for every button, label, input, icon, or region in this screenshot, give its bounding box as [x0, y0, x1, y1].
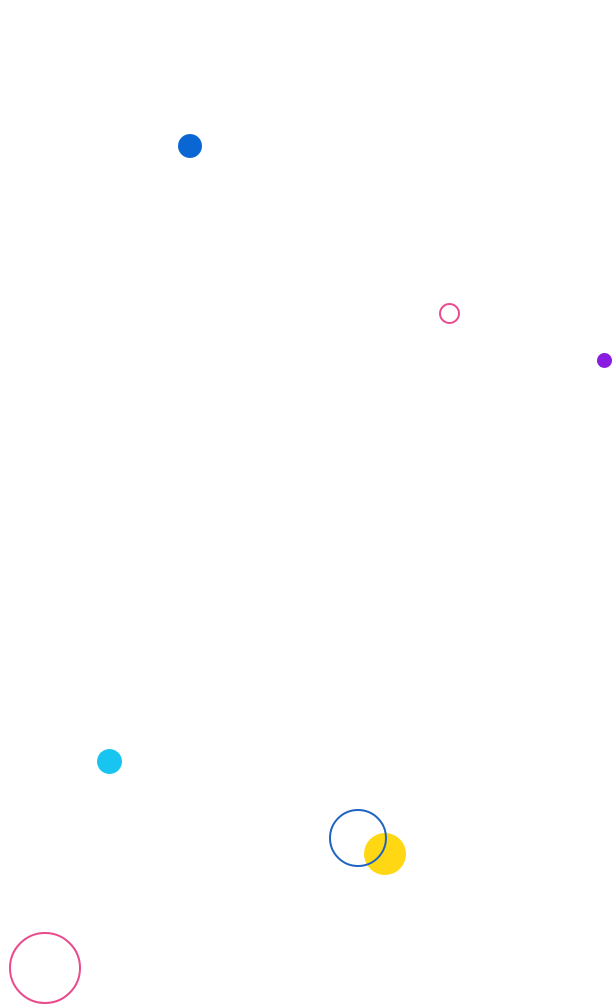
pink-ring-large-icon [9, 932, 81, 1004]
blue-ring-icon [329, 809, 387, 867]
pink-ring-small-icon [439, 303, 460, 324]
purple-dot-icon [597, 353, 612, 368]
cyan-dot-icon [97, 749, 122, 774]
blue-dot-icon [178, 134, 202, 158]
